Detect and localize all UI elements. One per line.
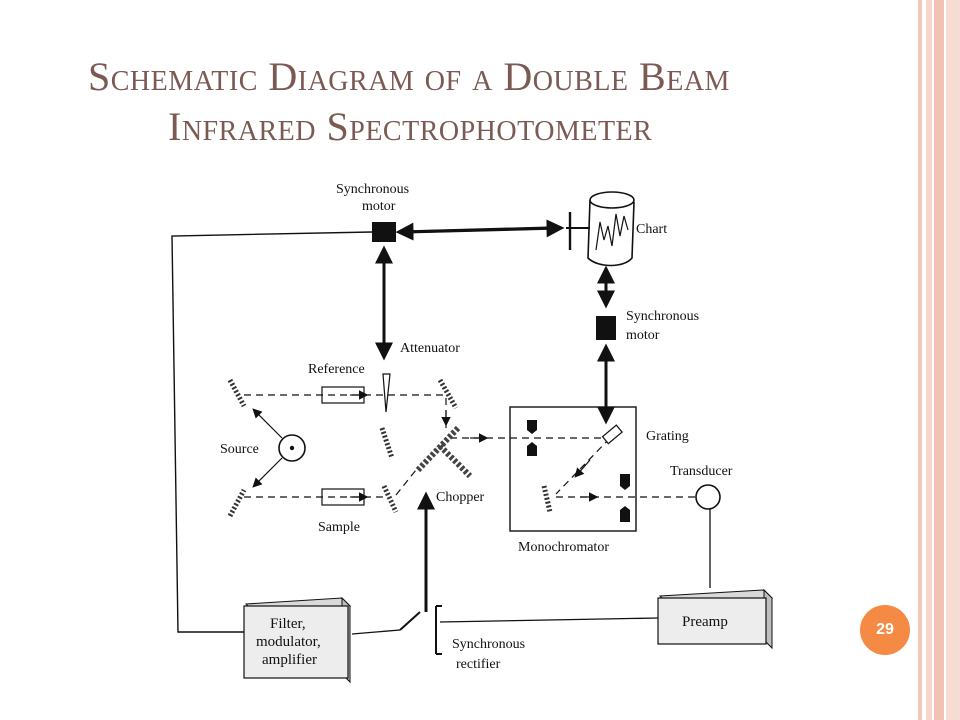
motor-chart-shaft (395, 219, 565, 241)
preamp-block (657, 588, 774, 650)
feedback-wire (171, 231, 373, 633)
rectifier-label-2: rectifier (456, 657, 501, 672)
grating-label: Grating (646, 429, 689, 444)
chopper-label: Chopper (436, 490, 485, 505)
slide-title: Schematic Diagram of a Double Beam Infra… (88, 52, 848, 152)
source-mirrors (227, 378, 553, 518)
right-motor-label-2: motor (626, 328, 660, 343)
right-synchronous-motor (596, 316, 616, 340)
source-filament (289, 445, 295, 451)
filter-amplifier-block (243, 596, 352, 684)
attenuator-label: Attenuator (400, 341, 460, 356)
synchronous-rectifier (399, 605, 442, 655)
sample-label: Sample (318, 520, 360, 535)
preamp-rectifier-wire (439, 617, 659, 623)
preamp-label: Preamp (682, 614, 728, 630)
top-synchronous-motor (372, 222, 396, 242)
top-motor-label-2: motor (362, 199, 396, 214)
transducer-label: Transducer (670, 464, 733, 479)
beam-arrows (350, 390, 599, 502)
rectifier-filter-wire (351, 629, 401, 635)
monochromator-slits (527, 420, 630, 522)
decor-stripe-2 (926, 0, 932, 720)
monochromator-label: Monochromator (518, 540, 609, 555)
chopper (415, 425, 473, 479)
decor-stripe-1 (918, 0, 922, 720)
reference-label: Reference (308, 362, 365, 377)
top-motor-label-1: Synchronous (336, 182, 409, 197)
title-line-2: Infrared Spectrophotometer (168, 104, 653, 149)
decor-stripe-3 (934, 0, 944, 720)
decor-stripe-4 (946, 0, 960, 720)
filter-label-2: modulator, (256, 634, 321, 650)
right-motor-label-1: Synchronous (626, 309, 699, 324)
page-number-badge: 29 (860, 605, 910, 655)
grating-element (601, 424, 623, 445)
filter-label-1: Filter, (270, 616, 306, 632)
title-line-1: Schematic Diagram of a Double Beam (88, 54, 730, 99)
chart-recorder (566, 191, 635, 267)
filter-label-3: amplifier (262, 652, 317, 668)
transducer (695, 484, 721, 510)
monochromator-box (509, 406, 637, 532)
source-rays (252, 408, 283, 488)
chart-label: Chart (636, 222, 667, 237)
rectifier-label-1: Synchronous (452, 637, 525, 652)
source-label: Source (220, 442, 259, 457)
attenuator-wedge (382, 373, 391, 413)
